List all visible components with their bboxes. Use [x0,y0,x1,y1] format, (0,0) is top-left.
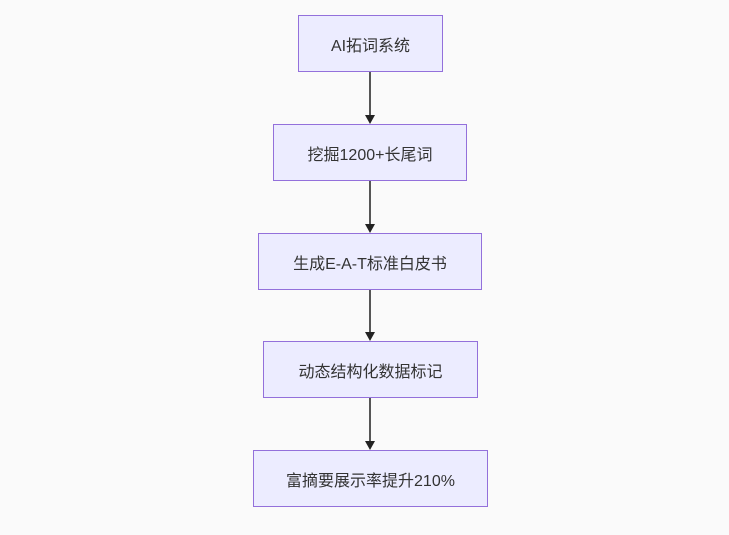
flow-arrow-1 [364,72,376,124]
arrowhead-down-icon [365,441,375,450]
arrow-line [369,398,371,441]
arrowhead-down-icon [365,115,375,124]
arrow-line [369,72,371,115]
flow-node-ai-word-expansion-system: AI拓词系统 [298,15,443,72]
flow-node-rich-snippet-rate-increase: 富摘要展示率提升210% [253,450,488,507]
flow-arrow-3 [364,290,376,341]
flow-node-dynamic-structured-data-markup: 动态结构化数据标记 [263,341,478,398]
flow-arrow-2 [364,181,376,233]
arrowhead-down-icon [365,332,375,341]
arrowhead-down-icon [365,224,375,233]
flow-node-generate-eat-whitepaper: 生成E-A-T标准白皮书 [258,233,482,290]
flow-node-mine-longtail-keywords: 挖掘1200+长尾词 [273,124,467,181]
arrow-line [369,181,371,224]
arrow-line [369,290,371,332]
flow-arrow-4 [364,398,376,450]
